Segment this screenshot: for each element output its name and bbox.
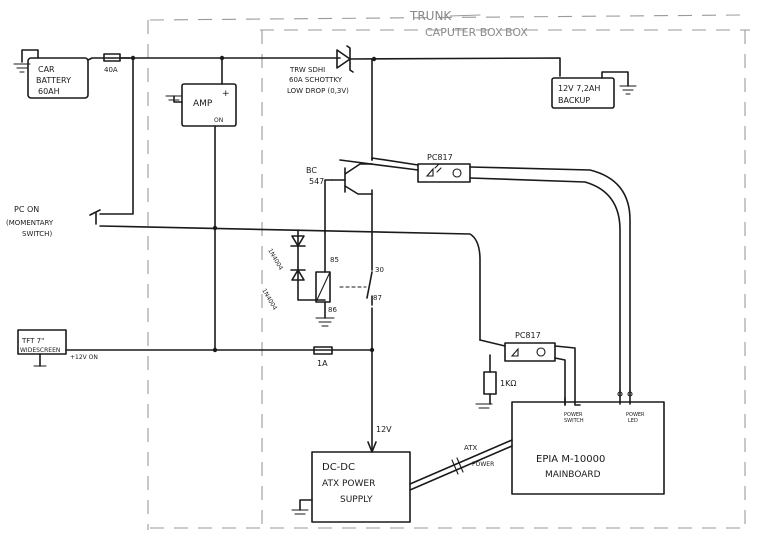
svg-text:30: 30 xyxy=(375,266,384,274)
box-label: BOX xyxy=(505,26,528,39)
amplifier: AMP + ON xyxy=(181,83,237,127)
svg-text:WIDESCREEN: WIDESCREEN xyxy=(20,347,60,354)
svg-text:60A SCHOTTKY: 60A SCHOTTKY xyxy=(289,76,343,84)
svg-text:TRW SDHI: TRW SDHI xyxy=(289,66,325,74)
car-battery: CAR BATTERY 60AH xyxy=(27,57,89,99)
ground-icon xyxy=(475,403,493,409)
svg-text:LOW DROP (0,3V): LOW DROP (0,3V) xyxy=(287,87,349,95)
svg-text:86: 86 xyxy=(328,306,337,314)
transistor-bc547: BC 547 xyxy=(306,163,373,195)
pc-on-switch[interactable]: PC ON (MOMENTARY SWITCH) xyxy=(6,205,101,238)
optocoupler-pc817-bottom: PC817 xyxy=(504,331,556,362)
svg-text:POWER: POWER xyxy=(626,412,645,418)
svg-text:EPIA M-10000: EPIA M-10000 xyxy=(536,454,605,465)
ground-icon xyxy=(291,499,313,515)
12v-label: 12V xyxy=(376,425,392,434)
ground-icon xyxy=(165,95,183,103)
trunk-boundary xyxy=(147,14,750,530)
svg-text:ATX: ATX xyxy=(464,444,478,452)
svg-text:12V 7,2AH: 12V 7,2AH xyxy=(558,84,600,93)
svg-text:85: 85 xyxy=(330,256,339,264)
svg-text:BATTERY: BATTERY xyxy=(36,76,71,85)
svg-text:(MOMENTARY: (MOMENTARY xyxy=(6,219,54,227)
svg-text:1KΩ: 1KΩ xyxy=(500,379,516,388)
svg-text:DC-DC: DC-DC xyxy=(322,462,355,473)
fuse-1a: 1A xyxy=(313,346,333,368)
resistor-1k: 1KΩ xyxy=(483,371,516,395)
svg-text:+12V ON: +12V ON xyxy=(70,354,98,361)
svg-text:CAR: CAR xyxy=(38,65,55,74)
svg-text:60AH: 60AH xyxy=(38,87,60,96)
svg-text:POWER: POWER xyxy=(472,461,494,468)
atx-cable: ATX POWER xyxy=(409,439,513,491)
fuse-40a: 40A xyxy=(103,53,121,74)
diode-1n4004-upper: 1N4004 xyxy=(266,235,306,272)
svg-text:PC ON: PC ON xyxy=(14,205,39,214)
optocoupler-pc817-top: PC817 xyxy=(417,153,471,183)
tft-screen: TFT 7" WIDESCREEN +12V ON xyxy=(17,329,98,361)
ground-icon xyxy=(13,49,39,73)
svg-text:+: + xyxy=(222,89,230,99)
svg-text:TFT 7": TFT 7" xyxy=(21,337,44,345)
svg-text:1N4004: 1N4004 xyxy=(260,288,278,312)
svg-text:SUPPLY: SUPPLY xyxy=(340,495,373,505)
backup-battery: 12V 7,2AH BACKUP xyxy=(551,77,615,109)
svg-text:BC: BC xyxy=(306,166,317,175)
svg-text:87: 87 xyxy=(373,294,382,302)
svg-text:1N4004: 1N4004 xyxy=(266,248,284,272)
svg-text:SWITCH: SWITCH xyxy=(564,418,584,424)
svg-text:1A: 1A xyxy=(317,359,328,368)
svg-text:BACKUP: BACKUP xyxy=(558,96,590,105)
computer-box-label: CAPUTER BOX xyxy=(425,26,503,39)
schottky-diode: TRW SDHI 60A SCHOTTKY LOW DROP (0,3V) xyxy=(287,45,354,95)
svg-text:MAINBOARD: MAINBOARD xyxy=(545,470,601,480)
ground-icon xyxy=(601,71,637,95)
svg-text:ON: ON xyxy=(214,117,223,124)
relay-contact: 30 87 xyxy=(339,266,384,302)
svg-text:AMP: AMP xyxy=(193,99,213,109)
svg-text:PC817: PC817 xyxy=(427,153,453,162)
trunk-label: TRUNK xyxy=(409,9,452,23)
svg-text:40A: 40A xyxy=(104,66,118,74)
ground-icon xyxy=(315,317,335,327)
svg-text:PC817: PC817 xyxy=(515,331,541,340)
svg-text:547: 547 xyxy=(309,177,324,186)
svg-text:SWITCH): SWITCH) xyxy=(22,230,52,238)
svg-text:ATX POWER: ATX POWER xyxy=(322,479,375,489)
svg-text:POWER: POWER xyxy=(564,412,583,418)
relay-coil: 85 86 xyxy=(315,256,339,314)
svg-text:LED: LED xyxy=(628,418,638,424)
dcdc-atx-supply: DC-DC ATX POWER SUPPLY xyxy=(311,451,411,523)
epia-mainboard: EPIA M-10000 MAINBOARD POWER SWITCH POWE… xyxy=(511,401,665,495)
